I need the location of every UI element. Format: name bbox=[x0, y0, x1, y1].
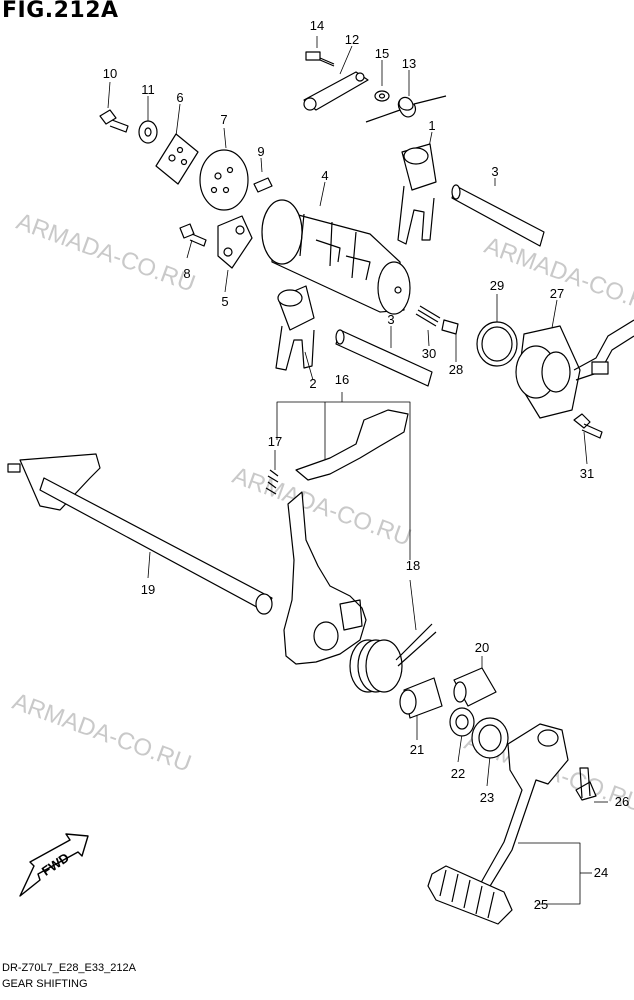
part-callout-10: 10 bbox=[103, 66, 117, 81]
part-callout-26: 26 bbox=[615, 794, 629, 809]
part-callout-1: 1 bbox=[428, 118, 435, 133]
part-callout-15: 15 bbox=[375, 46, 389, 61]
part-callout-21: 21 bbox=[410, 742, 424, 757]
part-callout-30: 30 bbox=[422, 346, 436, 361]
part-callout-4: 4 bbox=[321, 168, 328, 183]
figure-title: FIG.212A bbox=[2, 0, 119, 23]
part-callout-17: 17 bbox=[268, 434, 282, 449]
part-callout-8: 8 bbox=[183, 266, 190, 281]
part-callout-19: 19 bbox=[141, 582, 155, 597]
part-callout-14: 14 bbox=[310, 18, 324, 33]
part-callout-20: 20 bbox=[475, 640, 489, 655]
part-callout-3: 3 bbox=[387, 312, 394, 327]
part-callout-27: 27 bbox=[550, 286, 564, 301]
part-callout-13: 13 bbox=[402, 56, 416, 71]
part-callout-25: 25 bbox=[534, 897, 548, 912]
part-callout-28: 28 bbox=[449, 362, 463, 377]
part-callout-23: 23 bbox=[480, 790, 494, 805]
part-callout-7: 7 bbox=[220, 112, 227, 127]
part-callout-9: 9 bbox=[257, 144, 264, 159]
part-callout-5: 5 bbox=[221, 294, 228, 309]
diagram-caption: GEAR SHIFTING bbox=[2, 978, 88, 990]
part-callout-22: 22 bbox=[451, 766, 465, 781]
part-callout-12: 12 bbox=[345, 32, 359, 47]
part-callout-24: 24 bbox=[594, 865, 608, 880]
part-callout-3: 3 bbox=[491, 164, 498, 179]
part-callout-31: 31 bbox=[580, 466, 594, 481]
part-callout-11: 11 bbox=[141, 82, 155, 97]
part-callout-6: 6 bbox=[176, 90, 183, 105]
part-callout-16: 16 bbox=[335, 372, 349, 387]
part-callout-2: 2 bbox=[309, 376, 316, 391]
part-callout-29: 29 bbox=[490, 278, 504, 293]
diagram-code: DR-Z70L7_E28_E33_212A bbox=[2, 962, 136, 974]
part-callout-18: 18 bbox=[406, 558, 420, 573]
